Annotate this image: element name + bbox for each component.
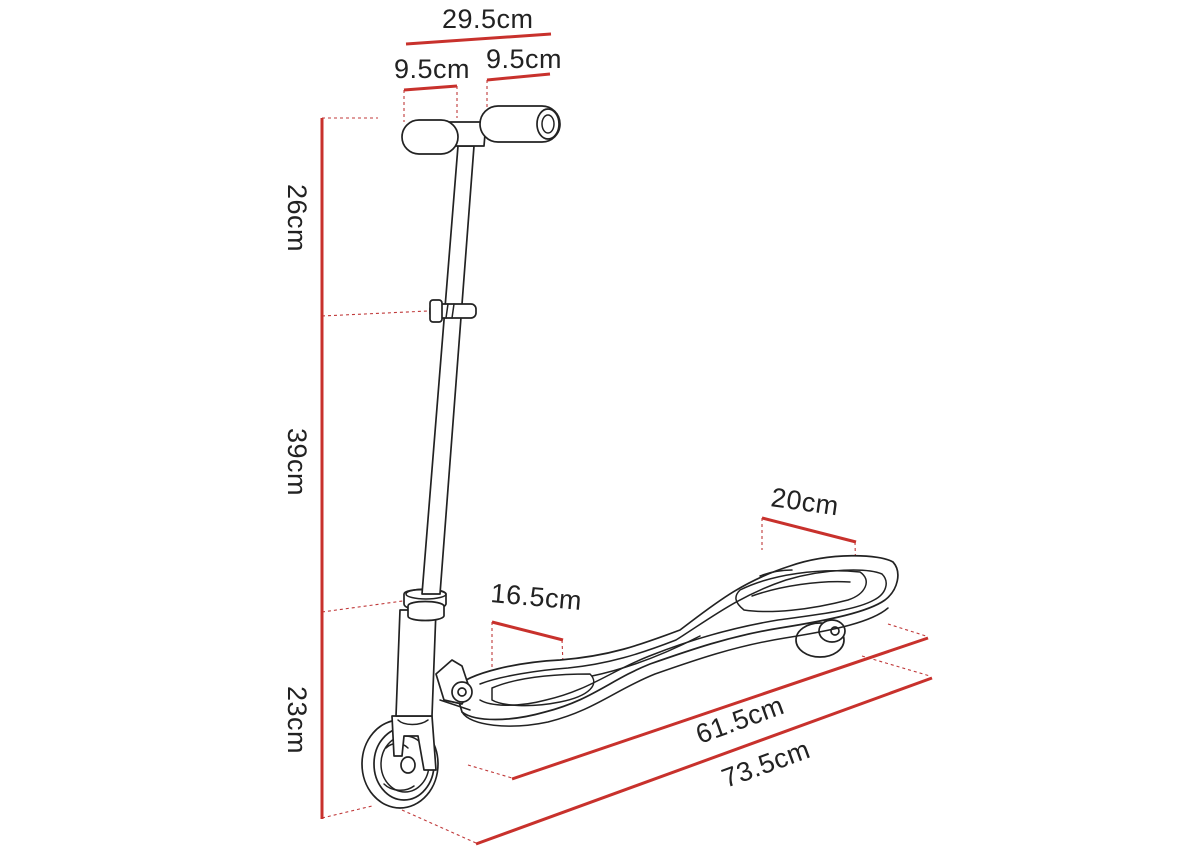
label-lower-height: 23cm (282, 686, 312, 754)
dim-line-total-length (475, 676, 933, 846)
handlebar (401, 105, 561, 155)
label-total-length: 73.5cm (718, 734, 814, 794)
dim-line-front-deck-width (491, 620, 564, 642)
folding-hinge (435, 659, 473, 711)
dimension-lines (320, 32, 933, 846)
front-fork (391, 715, 437, 771)
label-grip-right: 9.5cm (486, 44, 562, 74)
label-deck-length: 61.5cm (692, 690, 788, 750)
scooter-illustration (361, 105, 899, 809)
label-grip-left: 9.5cm (394, 54, 470, 84)
upper-stem (421, 145, 475, 595)
dim-line-deck-length (511, 636, 929, 781)
height-clamp (429, 299, 477, 323)
label-front-deck-width: 16.5cm (489, 578, 583, 616)
lower-stem (395, 588, 447, 717)
label-rear-deck-width: 20cm (769, 482, 841, 521)
label-upper-stem-height: 26cm (282, 184, 312, 252)
dim-line-grip-left (403, 84, 458, 92)
deck (454, 554, 899, 727)
dim-line-handlebar-width (405, 32, 552, 46)
label-middle-stem-height: 39cm (282, 428, 312, 496)
dim-line-rear-deck-width (761, 516, 857, 544)
dim-line-grip-right (486, 72, 551, 82)
rear-caster-wheel (795, 619, 846, 658)
label-handlebar-width: 29.5cm (442, 4, 534, 34)
